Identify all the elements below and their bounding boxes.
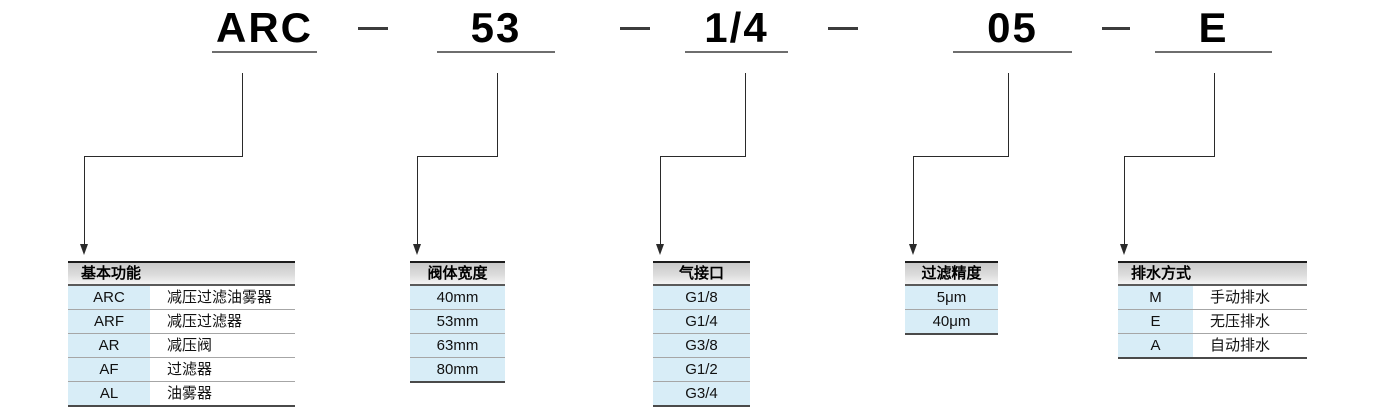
code-cell: 53mm	[410, 310, 505, 333]
table-row: G1/2	[653, 357, 750, 381]
table-row: ARF 减压过滤器	[68, 309, 295, 333]
table-drain-type: 排水方式 M 手动排水 E 无压排水 A 自动排水	[1118, 261, 1307, 359]
desc-cell: 手动排水	[1193, 286, 1307, 309]
desc-cell: 自动排水	[1193, 334, 1307, 357]
code-segment-port-size: 1/4	[685, 5, 788, 53]
code-cell: A	[1118, 334, 1193, 357]
desc-cell: 油雾器	[150, 382, 295, 405]
table-row: 63mm	[410, 333, 505, 357]
connector-line	[84, 156, 85, 244]
table-port-size: 气接口 G1/8 G1/4 G3/8 G1/2 G3/4	[653, 261, 750, 407]
table-row: G3/8	[653, 333, 750, 357]
table-basic-function: 基本功能 ARC 减压过滤油雾器 ARF 减压过滤器 AR 减压阀 AF 过滤器…	[68, 261, 295, 407]
connector-line	[417, 156, 498, 157]
connector-line	[913, 156, 1009, 157]
code-separator-dash-icon	[828, 27, 858, 30]
table-row: AF 过滤器	[68, 357, 295, 381]
table-row: 80mm	[410, 357, 505, 381]
table-row: 40μm	[905, 309, 998, 333]
code-segment-basic-function: ARC	[212, 5, 317, 53]
table-filtration-grade: 过滤精度 5μm 40μm	[905, 261, 998, 335]
code-separator-dash-icon	[358, 27, 388, 30]
code-cell: ARC	[68, 286, 150, 309]
connector-line	[84, 156, 243, 157]
connector-line	[913, 156, 914, 244]
code-segment-filtration: 05	[953, 5, 1072, 53]
table-row: G1/8	[653, 286, 750, 309]
code-cell: AR	[68, 334, 150, 357]
table-row: A 自动排水	[1118, 333, 1307, 357]
connector-line	[1124, 156, 1215, 157]
desc-cell: 减压过滤油雾器	[150, 286, 295, 309]
code-cell: AF	[68, 358, 150, 381]
code-cell: 63mm	[410, 334, 505, 357]
connector-line	[417, 156, 418, 244]
desc-cell: 无压排水	[1193, 310, 1307, 333]
table-header-port-size: 气接口	[653, 263, 750, 286]
table-row: E 无压排水	[1118, 309, 1307, 333]
table-row: M 手动排水	[1118, 286, 1307, 309]
table-row: G3/4	[653, 381, 750, 405]
code-cell: ARF	[68, 310, 150, 333]
code-cell: 40μm	[905, 310, 998, 333]
connector-line	[242, 73, 243, 157]
code-cell: 80mm	[410, 358, 505, 381]
down-arrow-icon	[1120, 244, 1128, 255]
code-segment-drain-type: E	[1155, 5, 1272, 53]
table-header-drain-type: 排水方式	[1118, 263, 1307, 286]
code-separator-dash-icon	[620, 27, 650, 30]
code-cell: E	[1118, 310, 1193, 333]
table-row: G1/4	[653, 309, 750, 333]
code-cell: 5μm	[905, 286, 998, 309]
code-cell: M	[1118, 286, 1193, 309]
table-row: AL 油雾器	[68, 381, 295, 405]
desc-cell: 过滤器	[150, 358, 295, 381]
connector-line	[1214, 73, 1215, 157]
table-row: ARC 减压过滤油雾器	[68, 286, 295, 309]
connector-line	[497, 73, 498, 157]
connector-line	[660, 156, 746, 157]
table-row: AR 减压阀	[68, 333, 295, 357]
down-arrow-icon	[909, 244, 917, 255]
down-arrow-icon	[413, 244, 421, 255]
code-cell: G1/8	[653, 286, 750, 309]
desc-cell: 减压过滤器	[150, 310, 295, 333]
connector-line	[660, 156, 661, 244]
connector-line	[745, 73, 746, 157]
connector-line	[1008, 73, 1009, 157]
down-arrow-icon	[80, 244, 88, 255]
code-cell: AL	[68, 382, 150, 405]
table-header-basic-function: 基本功能	[68, 263, 295, 286]
code-cell: G3/8	[653, 334, 750, 357]
code-segment-body-width: 53	[437, 5, 555, 53]
table-header-body-width: 阀体宽度	[410, 263, 505, 286]
code-cell: G3/4	[653, 382, 750, 405]
table-row: 53mm	[410, 309, 505, 333]
code-cell: G1/4	[653, 310, 750, 333]
code-separator-dash-icon	[1102, 27, 1130, 30]
table-header-filtration-grade: 过滤精度	[905, 263, 998, 286]
desc-cell: 减压阀	[150, 334, 295, 357]
code-cell: 40mm	[410, 286, 505, 309]
code-cell: G1/2	[653, 358, 750, 381]
table-row: 5μm	[905, 286, 998, 309]
table-body-width: 阀体宽度 40mm 53mm 63mm 80mm	[410, 261, 505, 383]
connector-line	[1124, 156, 1125, 244]
table-row: 40mm	[410, 286, 505, 309]
down-arrow-icon	[656, 244, 664, 255]
